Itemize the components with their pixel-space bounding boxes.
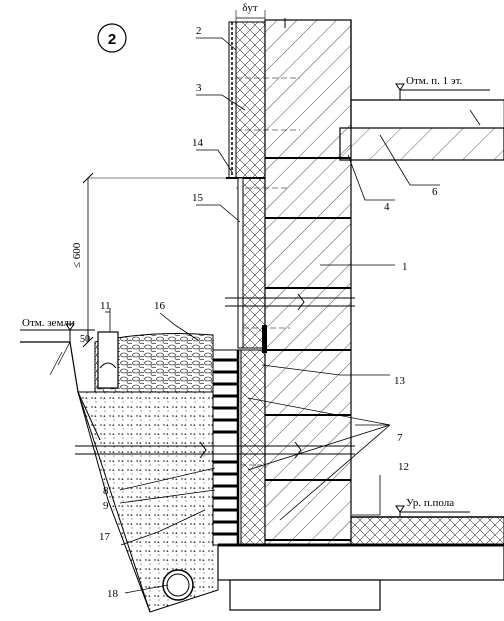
- insulation-thickness-dim: [235, 10, 266, 26]
- ground-line: [20, 341, 79, 393]
- callout-16: 16: [154, 300, 166, 312]
- callout-12: 12: [398, 461, 409, 473]
- callout-4: 4: [384, 201, 390, 213]
- level-markers: [20, 83, 490, 517]
- footing: [217, 543, 504, 611]
- basement-insulation: [240, 349, 266, 546]
- callout-2: 2: [196, 25, 202, 37]
- callout-11: 11: [100, 300, 111, 312]
- level-floor1-label: Отм. п. 1 эт.: [406, 75, 463, 87]
- callout-13: 13: [394, 375, 406, 387]
- thickness-label: δут: [242, 2, 258, 14]
- upper-insulated-facade: [226, 21, 300, 189]
- height-dimension: [82, 172, 232, 348]
- leaders: [105, 37, 440, 594]
- level-floor-label: Ур. п.пола: [406, 497, 454, 509]
- callout-7: 7: [397, 432, 403, 444]
- figure-number-text: 2: [108, 31, 116, 48]
- callout-6: 6: [432, 186, 438, 198]
- dim-50-label: 50: [80, 334, 90, 345]
- callout-17: 17: [99, 531, 111, 543]
- level-ground-label: Отм. земли: [22, 317, 75, 329]
- callout-14: 14: [192, 137, 204, 149]
- masonry-wall: [264, 19, 352, 549]
- backfill-soil: [77, 391, 219, 613]
- callout-1: 1: [402, 261, 408, 273]
- gutter-tray: [97, 308, 119, 389]
- drainage-membrane: [212, 349, 242, 546]
- callout-3: 3: [196, 82, 202, 94]
- callout-15: 15: [192, 192, 204, 204]
- figure-number: 2: [97, 23, 127, 53]
- callout-9: 9: [103, 500, 109, 512]
- height-label: ≤ 600: [71, 242, 83, 268]
- break-lines: [75, 18, 355, 459]
- callout-18: 18: [107, 588, 119, 600]
- callout-8: 8: [103, 485, 109, 497]
- floor-slab: [339, 20, 504, 161]
- floor-structure: [350, 516, 504, 546]
